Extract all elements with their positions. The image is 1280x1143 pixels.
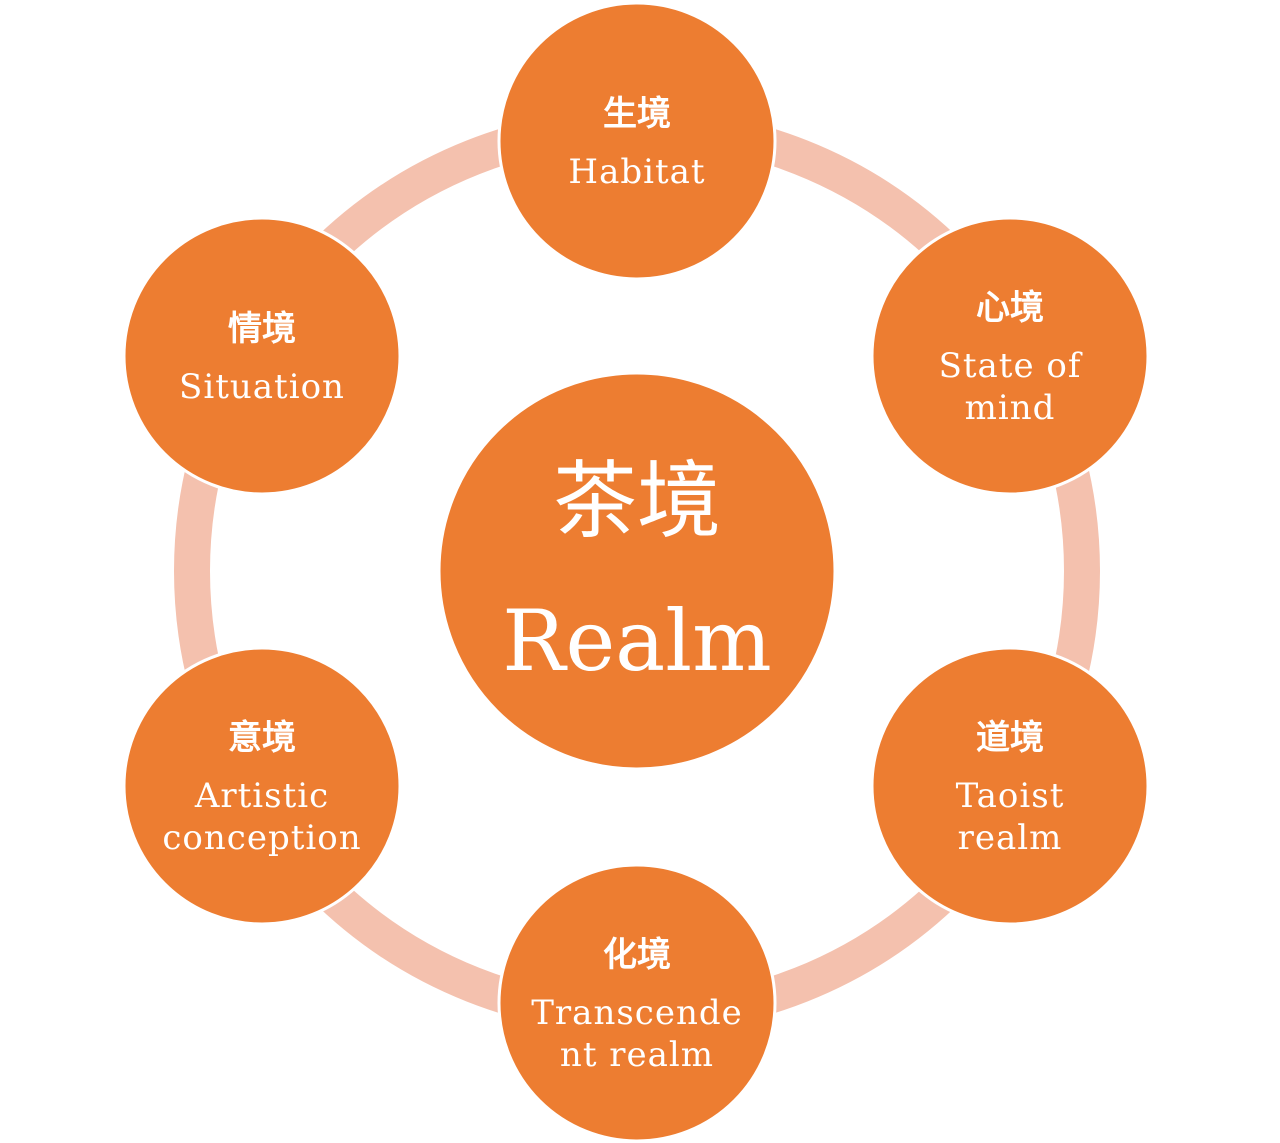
center-title-cjk: 茶境 [553, 452, 721, 550]
center-title-eng: Realm [502, 592, 772, 690]
node-cjk-label: 生境 [603, 94, 671, 134]
node-eng-label: conception [162, 818, 361, 858]
node-cjk-label: 情境 [228, 309, 296, 349]
node-cjk-label: 心境 [976, 288, 1044, 328]
node-cjk-label: 意境 [228, 718, 296, 758]
node-circle [870, 646, 1150, 926]
node-eng-label: Transcende [531, 993, 743, 1033]
node-eng-label: Habitat [568, 152, 705, 192]
node-circle [122, 646, 402, 926]
node-habitat: 生境 Habitat [497, 1, 777, 281]
node-circle [497, 1, 777, 281]
node-eng-label: Situation [179, 367, 345, 407]
center-circle [437, 371, 837, 771]
node-eng-label: realm [958, 818, 1063, 858]
node-cjk-label: 化境 [603, 935, 671, 975]
node-situation: 情境 Situation [122, 216, 402, 496]
node-eng-label: State of [939, 346, 1083, 386]
node-eng-label: mind [965, 388, 1056, 428]
node-circle [497, 863, 777, 1143]
node-eng-label: Taoist [956, 776, 1065, 816]
node-eng-label: Artistic [194, 776, 329, 816]
node-cjk-label: 道境 [976, 718, 1044, 758]
node-circle [122, 216, 402, 496]
node-eng-label: nt realm [560, 1035, 714, 1075]
node-circle [870, 216, 1150, 496]
